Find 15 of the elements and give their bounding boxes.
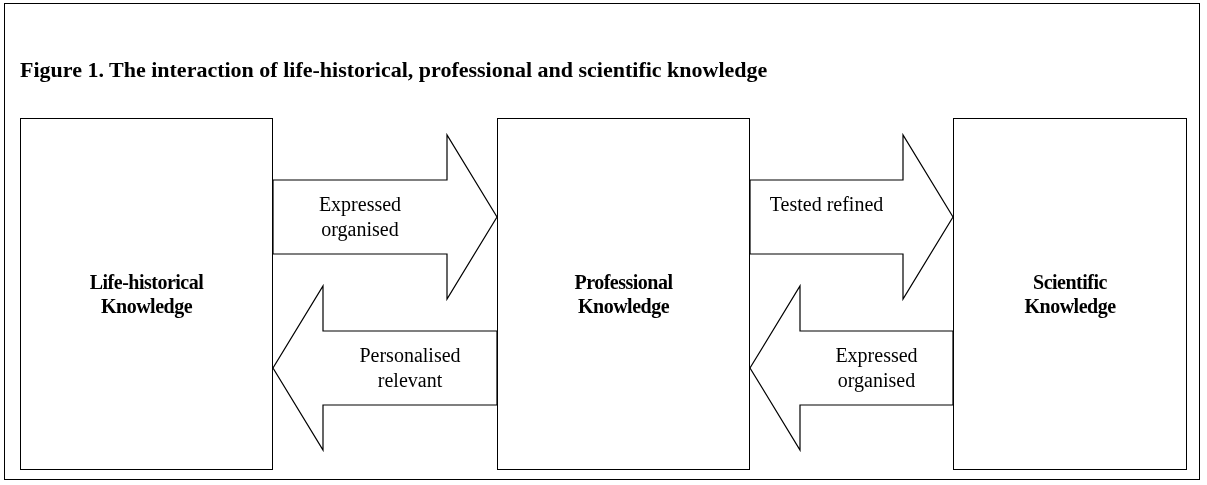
knowledge-box <box>497 118 750 470</box>
knowledge-box <box>20 118 273 470</box>
node-label: Life-historical Knowledge <box>88 270 205 318</box>
figure-title: Figure 1. The interaction of life-historical, professional and scientific knowledge <box>20 57 768 83</box>
edge-label: Tested refined <box>768 192 885 217</box>
edge-label: Expressed organised <box>834 343 919 393</box>
edge-label: Expressed organised <box>317 192 403 242</box>
block-arrow <box>272 283 498 453</box>
block-arrow <box>272 132 498 302</box>
block-arrow <box>749 283 954 453</box>
block-arrow <box>749 132 954 302</box>
node-label: Professional Knowledge <box>573 270 674 318</box>
knowledge-box <box>953 118 1187 470</box>
edge-label: Personalised relevant <box>358 343 462 393</box>
node-label: Scientific Knowledge <box>1023 270 1117 318</box>
